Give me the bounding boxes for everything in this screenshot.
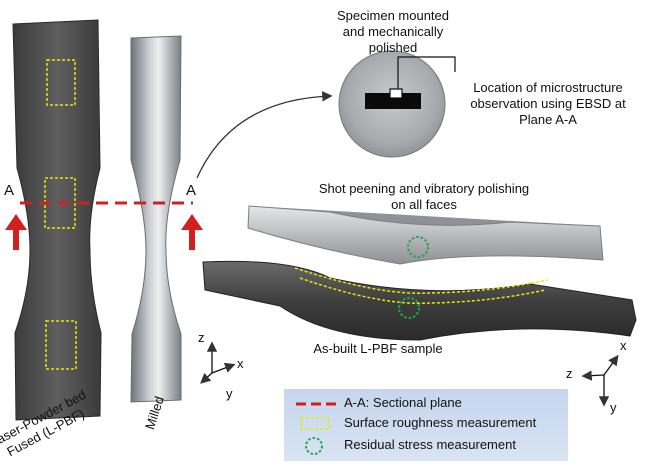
legend-circle-swatch [305, 437, 323, 455]
roughness-box-top [46, 59, 76, 106]
axes-triad-right [581, 354, 619, 407]
axis-left-z: z [198, 330, 205, 345]
legend-row-section: A-A: Sectional plane [284, 394, 568, 412]
as-built-label: As-built L-PBF sample [313, 341, 443, 356]
as-built-roughness-band [294, 267, 549, 295]
legend-roughness-text: Surface roughness measurement [344, 415, 537, 430]
axis-left-y: y [226, 386, 233, 401]
roughness-box-bottom [45, 320, 77, 370]
legend-residual-text: Residual stress measurement [344, 437, 516, 452]
lpbf-specimen [12, 19, 102, 421]
ebsd-pointer-line [397, 56, 456, 89]
legend: A-A: Sectional plane Surface roughness m… [284, 389, 568, 461]
legend-sectional-text: A-A: Sectional plane [344, 395, 462, 410]
shot-peening-label: Shot peening and vibratory polishing on … [318, 181, 530, 212]
plane-label-right: A [186, 182, 197, 199]
axes-triad-left [200, 341, 236, 384]
ebsd-location-box [389, 88, 403, 99]
plane-arrow-right [181, 214, 203, 250]
legend-row-roughness: Surface roughness measurement [284, 414, 568, 432]
mounted-sample-section [365, 93, 421, 109]
residual-circle-as-built [398, 297, 420, 319]
ebsd-location-label: Location of microstructure observation u… [470, 80, 626, 127]
specimen-label: Specimen mounted and mechanically polish… [336, 8, 449, 55]
plane-label-left: A [4, 182, 15, 199]
axis-left-x: x [237, 356, 244, 371]
legend-box-swatch [300, 417, 330, 430]
as-built-sample [202, 260, 637, 341]
axis-right-y: y [610, 400, 617, 415]
axis-right-x: x [620, 338, 627, 353]
axis-right-z: z [566, 366, 573, 381]
residual-circle-peened [407, 236, 429, 258]
plane-arrow-left [5, 214, 27, 250]
legend-row-residual: Residual stress measurement [284, 436, 568, 455]
milled-specimen [130, 35, 182, 403]
legend-dash-swatch [296, 402, 336, 406]
shot-peened-sample-face [247, 205, 604, 265]
curved-arrow [196, 91, 333, 179]
